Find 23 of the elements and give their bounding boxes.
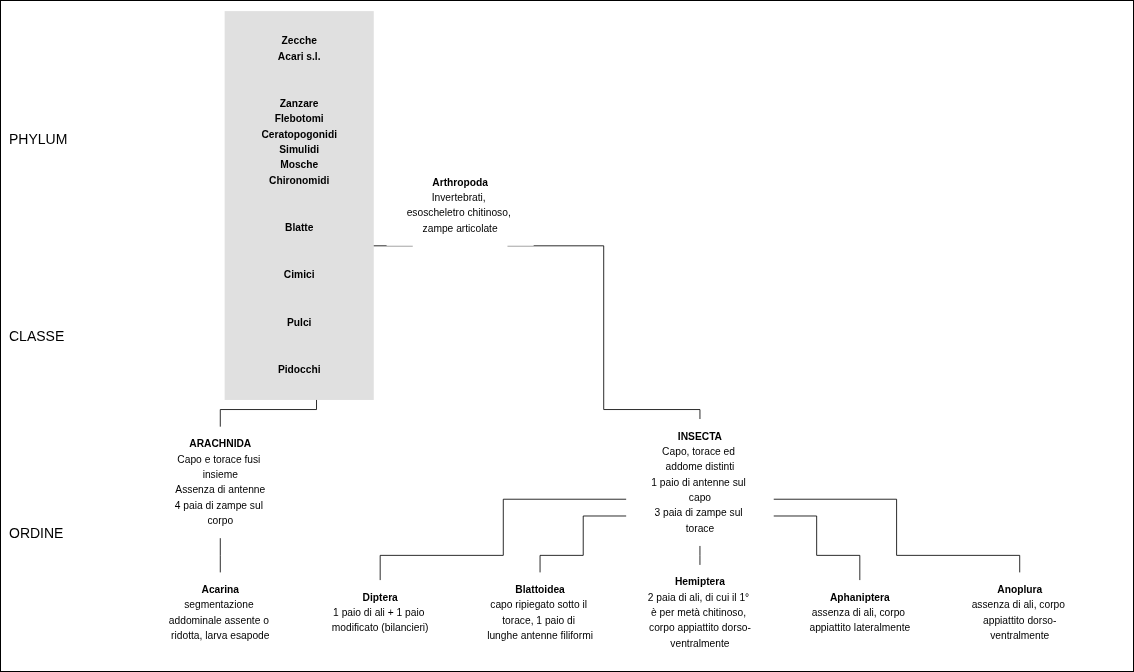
node-text: Pidocchi	[277, 364, 321, 376]
node-text: Zecche Acari s.l.	[277, 35, 321, 62]
connector	[539, 515, 627, 574]
node-text: Arthropoda Invertebrati, esoscheletro chitinoso, zampe articolate	[406, 176, 511, 234]
node-text: Cimici	[283, 269, 315, 281]
node-text: Blattoidea capo ripiegato sotto il torace, 1 paio di lunghe antenne filiformi	[487, 584, 593, 642]
node-text: Hemiptera 2 paia di ali, di cui il 1° è per metà chitinoso, corpo appiattito dorso-ventralmente	[647, 576, 751, 649]
rank-label: CLASSE	[9, 328, 66, 344]
connector	[773, 515, 861, 581]
node-text: Blatte	[284, 222, 314, 234]
node-text: Zanzare Flebotomi Ceratopogonidi Simulidi Mosche Chironomidi	[261, 98, 338, 186]
node-text: Acarina segmentazione addominale assente o ridotta, larva esapode	[168, 584, 270, 642]
node-text: Pulci	[286, 316, 312, 328]
node-text: Aphaniptera assenza di ali, corpo appiattito lateralmente	[809, 591, 911, 634]
node-text: INSECTA Capo, torace ed addome distinti 1 paio di antenne sul capo 3 paia di zampe sul torace	[651, 430, 746, 534]
cluster	[224, 11, 374, 400]
node-text: Anoplura assenza di ali, corpo appiattito dorso-ventralmente	[971, 584, 1065, 642]
rank-label: ORDINE	[9, 524, 65, 541]
rank-label: PHYLUM	[9, 131, 69, 148]
node-text: Diptera 1 paio di ali + 1 paio modificato (bilancieri)	[331, 591, 429, 634]
connector	[379, 498, 627, 581]
connector	[773, 498, 1021, 574]
node-text: ARACHNIDA Capo e torace fusi insieme Assenza di antenne 4 paia di zampe sul corpo	[174, 438, 266, 526]
